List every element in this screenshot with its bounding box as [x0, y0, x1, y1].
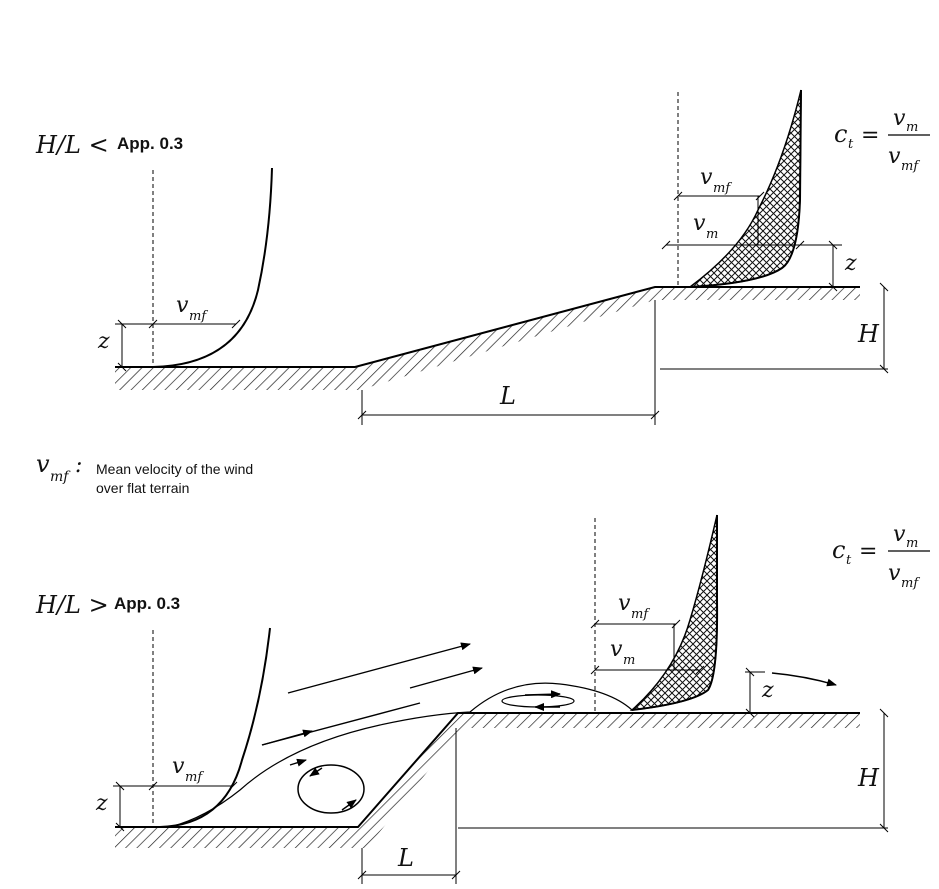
- legend-desc-line2: over flat terrain: [96, 480, 189, 496]
- bottom-vmf-left-label: v: [172, 754, 185, 779]
- legend: v mf : Mean velocity of the wind over fl…: [36, 450, 253, 496]
- bottom-flow-arrow-4: [289, 758, 307, 767]
- bottom-formula-den: v: [888, 561, 901, 586]
- top-ground-surface: [115, 286, 860, 368]
- bottom-upper-recirculation: [501, 694, 575, 708]
- bottom-vmf-right-label-sub: mf: [631, 607, 650, 622]
- legend-desc-line1: Mean velocity of the wind: [96, 461, 253, 477]
- bottom-flow-arrow-2: [409, 666, 483, 689]
- top-right-velocity-profile: [689, 89, 802, 288]
- top-vmf-left-label-sub: mf: [189, 309, 208, 324]
- top-formula-num-sub: m: [906, 120, 918, 135]
- bottom-formula-c: c: [832, 536, 845, 564]
- bottom-z-left-label: z: [95, 791, 108, 816]
- bottom-left-velocity-profile: [159, 627, 271, 828]
- top-z-right-label: z: [844, 251, 857, 276]
- bottom-lower-recirc-arrow-2: [341, 799, 357, 811]
- bottom-formula-num: v: [893, 522, 906, 547]
- top-diagram: H/L < App. 0.3 c t = v m v mf v mf v mf …: [35, 89, 930, 425]
- top-condition-value: App. 0.3: [117, 134, 183, 153]
- bottom-formula-den-sub: mf: [901, 576, 920, 591]
- bottom-right-velocity-profile: [631, 515, 719, 711]
- bottom-H-label: H: [857, 764, 880, 792]
- top-formula-c-sub: t: [848, 137, 854, 152]
- bottom-ground-hatch: [115, 713, 860, 848]
- bottom-condition-value: App. 0.3: [114, 594, 180, 613]
- top-formula-den-sub: mf: [901, 159, 920, 174]
- top-formula-num: v: [893, 106, 906, 131]
- top-z-left-label: z: [97, 329, 110, 354]
- top-formula-eq: =: [861, 123, 879, 148]
- top-condition-symbol: H/L <: [35, 131, 109, 159]
- top-H-label: H: [857, 320, 880, 348]
- top-vmf-right-label-sub: mf: [713, 181, 732, 196]
- top-vmf-left-label: v: [176, 293, 189, 318]
- bottom-flow-arrow-3-head: [261, 729, 313, 746]
- bottom-formula-num-sub: m: [906, 536, 918, 551]
- bottom-vmf-right-label: v: [618, 591, 631, 616]
- top-formula-den: v: [888, 144, 901, 169]
- top-vm-label-sub: m: [706, 227, 718, 242]
- bottom-vm-label: v: [610, 637, 623, 662]
- bottom-ground-surface: [115, 712, 860, 828]
- top-left-velocity-profile: [152, 167, 273, 368]
- top-formula-c: c: [834, 120, 847, 148]
- bottom-vmf-left-label-sub: mf: [185, 770, 204, 785]
- bottom-dividing-streamline: [169, 682, 633, 828]
- bottom-formula-eq: =: [859, 539, 877, 564]
- bottom-diagram: H/L > App. 0.3 c t = v m v mf v mf v mf …: [35, 514, 930, 884]
- top-vmf-right-label: v: [700, 165, 713, 190]
- legend-vmf-symbol: v: [36, 450, 50, 478]
- top-vm-label: v: [693, 211, 706, 236]
- legend-colon: :: [75, 453, 82, 478]
- bottom-vm-label-sub: m: [623, 653, 635, 668]
- bottom-flow-arrow-1: [287, 642, 471, 694]
- bottom-lower-recirculation: [297, 764, 365, 814]
- legend-vmf-sub: mf: [50, 469, 71, 485]
- bottom-z-right-label: z: [761, 678, 774, 703]
- bottom-formula-c-sub: t: [846, 553, 852, 568]
- bottom-upper-recirc-arrow-1: [524, 690, 561, 699]
- bottom-lower-recirc-arrow-1: [309, 767, 323, 777]
- bottom-L-label: L: [397, 844, 414, 872]
- top-ground-hatch: [115, 287, 860, 390]
- top-L-label: L: [499, 382, 516, 410]
- bottom-condition-symbol: H/L >: [35, 591, 109, 619]
- bottom-downstream-arrow: [771, 672, 837, 687]
